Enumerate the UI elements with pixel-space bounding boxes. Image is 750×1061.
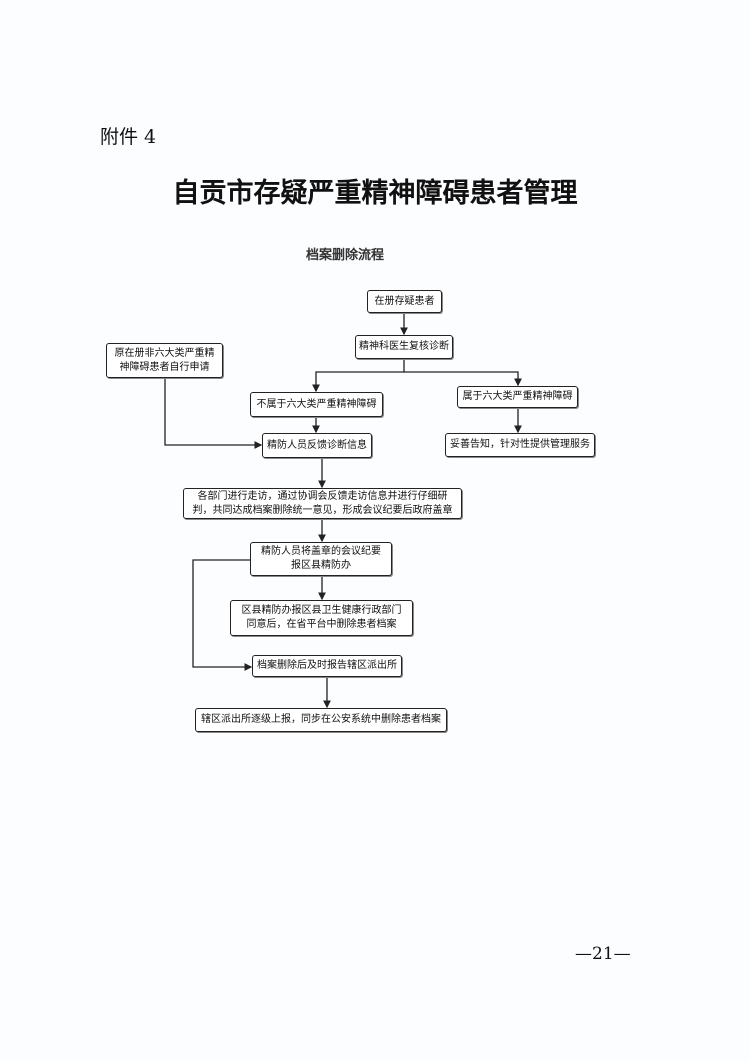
- page-number: —21—: [575, 944, 631, 964]
- flow-step-feedback: 精防人员反馈诊断信息: [262, 433, 372, 458]
- flow-step-report-police: 档案删除后及时报告辖区派出所: [252, 655, 402, 677]
- attachment-label: 附件 4: [100, 126, 157, 148]
- flow-step-visit: 各部门进行走访，通过协调会反馈走访信息并进行仔细研判，共同达成档案删除统一意见，…: [183, 488, 462, 519]
- page-subtitle: 档案删除流程: [305, 248, 384, 263]
- flow-step-delete-platform: 区县精防办报区县卫生健康行政部门同意后，在省平台中删除患者档案: [230, 600, 413, 636]
- flow-step-inform: 妥善告知，针对性提供管理服务: [445, 433, 595, 457]
- flow-step-start: 在册存疑患者: [367, 290, 442, 313]
- flow-step-report-minutes: 精防人员将盖章的会议纪要报区县精防办: [250, 542, 392, 576]
- flow-step-not-six: 不属于六大类严重精神障碍: [250, 392, 383, 417]
- flow-step-self-apply: 原在册非六大类严重精神障碍患者自行申请: [106, 343, 223, 378]
- flow-step-police-delete: 辖区派出所逐级上报，同步在公安系统中删除患者档案: [195, 708, 447, 732]
- flow-step-is-six: 属于六大类严重精神障碍: [457, 386, 578, 408]
- flow-step-review: 精神科医生复核诊断: [355, 335, 453, 359]
- page-title: 自贡市存疑严重精神障碍患者管理: [172, 178, 578, 209]
